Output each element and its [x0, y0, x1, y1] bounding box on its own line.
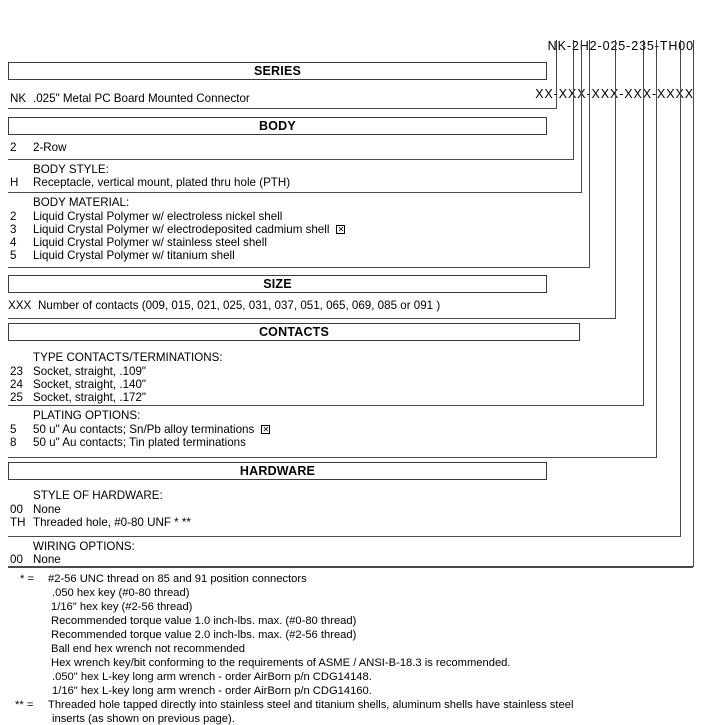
contact-type-text-2: Socket, straight, .172" — [33, 391, 146, 404]
body-material-text-1: Liquid Crystal Polymer w/ electrodeposit… — [33, 223, 346, 236]
contact-type-code-0: 23 — [10, 365, 23, 378]
body-style-code-0: H — [10, 176, 19, 189]
leader-tick-series — [556, 40, 557, 54]
leader-tick-body-row — [573, 40, 574, 54]
footnote-mark-0: * = — [20, 573, 34, 585]
body-material-code-1: 3 — [10, 223, 17, 236]
hardware-style-code-0: 00 — [10, 503, 23, 516]
plating-code-0: 5 — [10, 423, 17, 436]
contact-type-code-1: 24 — [10, 378, 23, 391]
plating-checkbox-0[interactable]: ✕ — [261, 425, 271, 434]
leader-tick-plating — [656, 40, 657, 54]
rule-plating — [8, 405, 643, 406]
body-material-text-0: Liquid Crystal Polymer w/ electroless ni… — [33, 210, 282, 223]
body-material-title: BODY MATERIAL: — [33, 196, 130, 209]
footnote-0-line-4: Recommended torque value 2.0 inch-lbs. m… — [51, 629, 357, 641]
leader-tick-body-material — [589, 40, 590, 54]
rule-body-style — [8, 159, 573, 160]
footnote-1-line-1: inserts (as shown on previous page). — [52, 713, 235, 725]
contact-type-label-2: Socket, straight, .172" — [33, 391, 147, 404]
section-header-contacts: CONTACTS — [8, 323, 580, 341]
footnote-1-line-0: Threaded hole tapped directly into stain… — [48, 699, 574, 711]
hardware-style-label-0: None — [33, 503, 61, 516]
wiring-code-0: 00 — [10, 553, 23, 566]
part-number-block: NK-2H2-025-235-TH00 XX-XXX-XXX-XXX-XXXX — [535, 6, 694, 118]
footnote-0-line-0: #2-56 UNC thread on 85 and 91 position c… — [48, 573, 307, 585]
rule-body-material — [8, 192, 581, 193]
size-text: Number of contacts (009, 015, 021, 025, … — [38, 299, 441, 312]
body-material-label-2: Liquid Crystal Polymer w/ stainless stee… — [33, 236, 267, 249]
rule-footnotes — [8, 567, 693, 568]
body-row-text: 2-Row — [33, 141, 67, 154]
body-material-label-3: Liquid Crystal Polymer w/ titanium shell — [33, 249, 235, 262]
rule-wiring — [8, 536, 680, 537]
body-row-code: 2 — [10, 141, 17, 154]
contact-type-text-0: Socket, straight, .109" — [33, 365, 146, 378]
hardware-style-code-1: TH — [10, 516, 26, 529]
section-header-body: BODY — [8, 117, 547, 135]
plating-code-1: 8 — [10, 436, 17, 449]
footnote-0-line-1: .050 hex key (#0-80 thread) — [52, 587, 190, 599]
contact-type-code-2: 25 — [10, 391, 23, 404]
series-text: .025" Metal PC Board Mounted Connector — [33, 92, 250, 105]
leader-tick-hardware — [680, 40, 681, 54]
section-header-size: SIZE — [8, 275, 547, 293]
plating-text-1: 50 u" Au contacts; Tin plated terminatio… — [33, 436, 246, 449]
hardware-style-title: STYLE OF HARDWARE: — [33, 489, 163, 502]
footnote-0-line-6: Hex wrench key/bit conforming to the req… — [51, 657, 511, 669]
body-material-label-0: Liquid Crystal Polymer w/ electroless ni… — [33, 210, 283, 223]
plating-label-1: 50 u" Au contacts; Tin plated terminatio… — [33, 436, 246, 449]
body-material-text-3: Liquid Crystal Polymer w/ titanium shell — [33, 249, 235, 262]
footnote-0-line-7: .050" hex L-key long arm wrench - order … — [52, 671, 372, 683]
footnote-mark-1: ** = — [15, 699, 34, 711]
plating-title: PLATING OPTIONS: — [33, 409, 141, 422]
body-material-code-3: 5 — [10, 249, 17, 262]
hardware-style-text-0: None — [33, 503, 61, 516]
footnote-0-line-5: Ball end hex wrench not recommended — [51, 643, 246, 655]
contact-type-label-1: Socket, straight, .140" — [33, 378, 147, 391]
size-code: XXX — [8, 299, 32, 312]
footnote-0-line-8: 1/16" hex L-key long arm wrench - order … — [52, 685, 372, 697]
body-style-title: BODY STYLE: — [33, 163, 109, 176]
series-code: NK — [10, 92, 27, 105]
section-header-hardware: HARDWARE — [8, 462, 547, 480]
contact-type-title: TYPE CONTACTS/TERMINATIONS: — [33, 351, 223, 364]
plating-text-0: 50 u" Au contacts; Sn/Pb alloy terminati… — [33, 423, 271, 436]
leader-tick-size — [615, 40, 616, 54]
body-style-text-0: Receptacle, vertical mount, plated thru … — [33, 176, 291, 189]
footnote-0-line-2: 1/16" hex key (#2-56 thread) — [51, 601, 193, 613]
hardware-style-text-1: Threaded hole, #0-80 UNF * ** — [33, 516, 191, 529]
plating-label-0: 50 u" Au contacts; Sn/Pb alloy terminati… — [33, 423, 255, 436]
body-material-label-1: Liquid Crystal Polymer w/ electrodeposit… — [33, 223, 330, 236]
leader-tick-contact-type — [643, 40, 644, 54]
body-material-code-0: 2 — [10, 210, 17, 223]
leader-tick-wiring — [693, 40, 694, 54]
wiring-text-0: None — [33, 553, 61, 566]
wiring-title: WIRING OPTIONS: — [33, 540, 135, 553]
contact-type-label-0: Socket, straight, .109" — [33, 365, 147, 378]
body-material-checkbox-1[interactable]: ✕ — [336, 225, 346, 234]
section-header-series: SERIES — [8, 62, 547, 80]
hardware-style-label-1: Threaded hole, #0-80 UNF * ** — [33, 516, 191, 529]
contact-type-text-1: Socket, straight, .140" — [33, 378, 146, 391]
body-material-code-2: 4 — [10, 236, 17, 249]
body-material-text-2: Liquid Crystal Polymer w/ stainless stee… — [33, 236, 267, 249]
part-number-mask: XX-XXX-XXX-XXX-XXXX — [535, 87, 694, 101]
wiring-label-0: None — [33, 553, 61, 566]
leader-tick-body-style — [581, 40, 582, 54]
footnote-0-line-3: Recommended torque value 1.0 inch-lbs. m… — [51, 615, 357, 627]
